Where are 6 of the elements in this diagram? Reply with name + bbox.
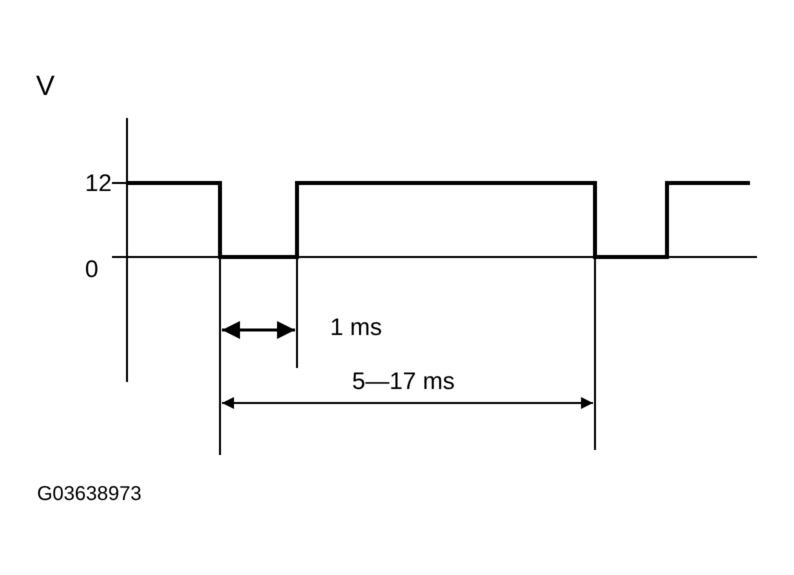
- tick-label: 0: [85, 258, 98, 282]
- axis-label: V: [36, 72, 55, 100]
- tick-label: 12: [85, 172, 112, 196]
- dimension-label: 5—17 ms: [352, 370, 455, 394]
- dimension-label: 1 ms: [330, 316, 382, 340]
- figure-id: G03638973: [37, 484, 142, 504]
